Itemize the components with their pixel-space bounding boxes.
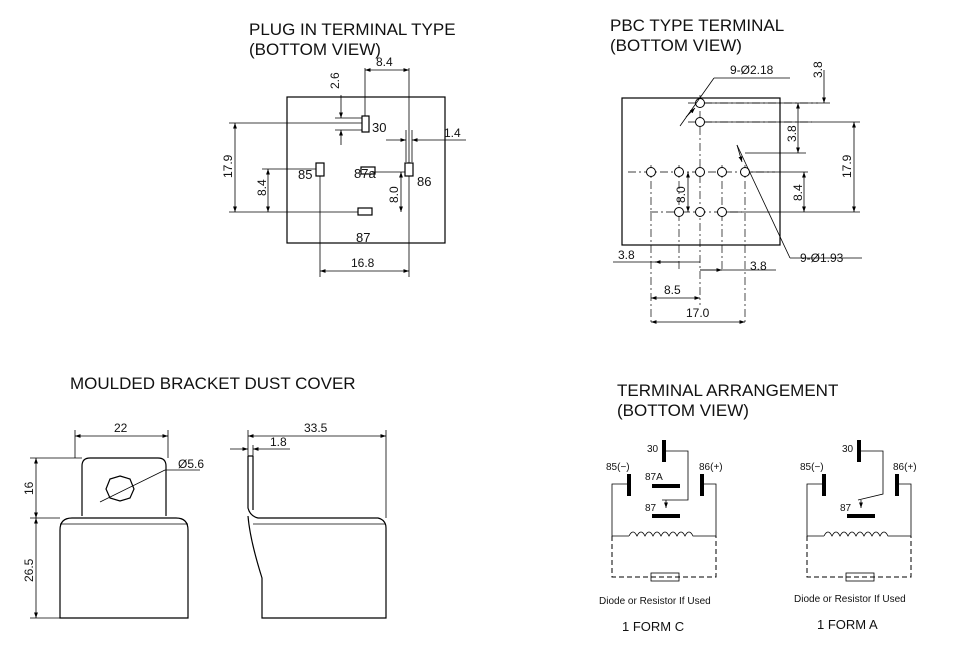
form-a-note: Diode or Resistor If Used: [794, 594, 906, 605]
pin-label-86: 86: [417, 174, 431, 189]
terminal-86: [404, 162, 414, 177]
form-a-caption: 1 FORM A: [817, 617, 878, 632]
pin-label-30: 30: [372, 120, 386, 135]
form-c-terminal-87a: [652, 484, 680, 488]
pcb-hole-87a-c: [717, 167, 727, 177]
form-a-label-30: 30: [842, 444, 854, 455]
bracket-plate: [81, 457, 167, 516]
dim-8-4-top: 8.4: [376, 55, 393, 69]
form-c-label-30: 30: [647, 444, 659, 455]
terminal-87: [357, 207, 373, 216]
plug-in-subtitle: (BOTTOM VIEW): [249, 40, 381, 59]
dim-hole-2-18: 9-Ø2.18: [730, 63, 774, 77]
pcb-hole-87-a: [674, 207, 684, 217]
pbc-terminal-view: PBC TYPE TERMINAL (BOTTOM VIEW) 9-Ø2.18: [610, 16, 862, 325]
terminal-85: [315, 162, 325, 177]
dim-33-5: 33.5: [304, 421, 328, 435]
dim-16: 16: [22, 481, 36, 495]
dim-1-4: 1.4: [444, 126, 461, 140]
pin-label-85: 85: [298, 167, 312, 182]
dim-hole-5-6: Ø5.6: [178, 457, 204, 471]
pbc-title: PBC TYPE TERMINAL: [610, 16, 784, 35]
mounting-hole: [105, 475, 135, 502]
form-c-label-86: 86(+): [699, 462, 723, 473]
pcb-hole-87a-a: [674, 167, 684, 177]
terminal-arrangement-view: TERMINAL ARRANGEMENT (BOTTOM VIEW) 30 85…: [599, 381, 917, 634]
cover-body-side: [247, 456, 387, 619]
dim-3-8-left: 3.8: [618, 248, 635, 262]
form-a-label-85: 85(−): [800, 462, 824, 473]
form-c-label-87: 87: [645, 503, 657, 514]
form-c-terminal-87: [652, 514, 680, 518]
dim-17-9-pbc: 17.9: [840, 154, 854, 178]
form-c-coil: [628, 531, 697, 537]
dim-1-8: 1.8: [270, 435, 287, 449]
pcb-hole-87a-b: [695, 167, 705, 177]
form-a-coil: [823, 531, 892, 537]
form-a-label-87: 87: [840, 503, 852, 514]
form-c-schematic: 30 85(−) 86(+) 87A 87 Diode or Resistor …: [599, 440, 723, 634]
pcb-hole-87-c: [717, 207, 727, 217]
dim-26-5: 26.5: [22, 558, 36, 582]
dim-8-5: 8.5: [664, 283, 681, 297]
form-a-terminal-85: [822, 474, 826, 496]
form-a-schematic: 30 85(−) 86(+) 87 Diode or Resistor If U…: [794, 440, 917, 632]
bracket-dust-cover-view: MOULDED BRACKET DUST COVER Ø5.6 22 16 26…: [22, 374, 387, 619]
pcb-hole-87-b: [695, 207, 705, 217]
pin-label-87a: 87a: [354, 166, 376, 181]
form-a-terminal-30: [857, 440, 861, 462]
form-c-diode-resistor: [650, 572, 680, 582]
pcb-hole-30: [695, 98, 705, 108]
pin-label-87: 87: [356, 230, 370, 245]
dim-3-8-top: 3.8: [811, 61, 825, 78]
plug-in-title: PLUG IN TERMINAL TYPE: [249, 20, 456, 39]
cover-body-front: [59, 517, 189, 619]
dim-17-0: 17.0: [686, 306, 710, 320]
terminal-30: [361, 115, 370, 133]
dim-8-0: 8.0: [387, 186, 401, 203]
dim-17-9: 17.9: [221, 154, 235, 178]
arrangement-subtitle: (BOTTOM VIEW): [617, 401, 749, 420]
dim-8-4-pbc: 8.4: [791, 184, 805, 201]
form-c-label-87a: 87A: [645, 472, 663, 483]
pbc-subtitle: (BOTTOM VIEW): [610, 36, 742, 55]
dim-2-6: 2.6: [328, 72, 342, 89]
form-c-caption: 1 FORM C: [622, 619, 684, 634]
dim-3-8-right: 3.8: [750, 259, 767, 273]
form-c-terminal-85: [627, 474, 631, 496]
dim-16-8: 16.8: [351, 256, 375, 270]
form-c-terminal-86: [700, 474, 704, 496]
pbc-body: [621, 97, 781, 246]
plug-in-terminal-view: PLUG IN TERMINAL TYPE (BOTTOM VIEW) 30 8…: [221, 20, 466, 277]
dim-8-0-pbc: 8.0: [674, 186, 688, 203]
form-a-diode-resistor: [845, 572, 875, 582]
plug-in-body: [286, 96, 446, 244]
dim-8-4-left: 8.4: [255, 179, 269, 196]
form-a-label-86: 86(+): [893, 462, 917, 473]
form-c-terminal-30: [662, 440, 666, 462]
pcb-hole-85: [646, 167, 656, 177]
form-c-note: Diode or Resistor If Used: [599, 596, 711, 607]
pcb-hole-30b: [695, 117, 705, 127]
dim-hole-1-93: 9-Ø1.93: [800, 251, 844, 265]
form-a-terminal-86: [895, 474, 899, 496]
dim-22: 22: [114, 421, 128, 435]
terminal-87a: [360, 166, 376, 175]
dim-3-8-mid: 3.8: [785, 125, 799, 142]
form-c-label-85: 85(−): [606, 462, 630, 473]
arrangement-title: TERMINAL ARRANGEMENT: [617, 381, 838, 400]
form-a-terminal-87: [847, 514, 875, 518]
bracket-title: MOULDED BRACKET DUST COVER: [70, 374, 356, 393]
